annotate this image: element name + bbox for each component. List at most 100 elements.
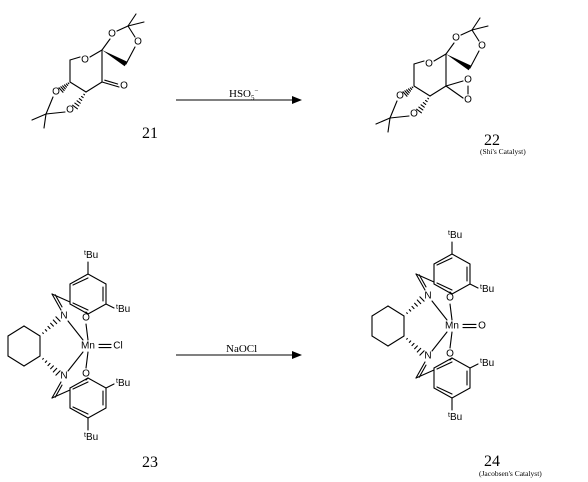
compound-number-21: 21: [142, 125, 158, 142]
bond: [87, 303, 107, 315]
bond: [415, 369, 435, 379]
bond: [469, 283, 479, 289]
hashed-bond: [80, 95, 84, 99]
bond: [54, 384, 63, 398]
bond: [45, 111, 66, 115]
dioxolane-oxygen: O: [108, 29, 116, 40]
hashed-bond: [406, 89, 410, 94]
imine-nitrogen: N: [424, 351, 431, 362]
hashed-bond: [52, 367, 58, 373]
hashed-bond: [422, 102, 427, 105]
bond: [449, 357, 453, 361]
bond: [436, 361, 453, 370]
tbu-label: tBu: [448, 412, 462, 423]
tbu-label: tBu: [480, 358, 494, 369]
bond: [85, 323, 89, 341]
bond: [415, 273, 435, 283]
dioxolane-oxygen: O: [478, 41, 486, 52]
bond: [85, 311, 89, 315]
compound-number-24: 24: [484, 453, 500, 470]
hashed-bond: [407, 88, 412, 92]
bond: [449, 331, 453, 349]
compound-caption-22: (Shi's Catalyst): [480, 147, 526, 156]
bond: [31, 113, 47, 121]
manganese: Mn: [445, 321, 459, 332]
hashed-bond: [44, 329, 48, 332]
bond: [23, 355, 41, 367]
bond: [445, 42, 455, 55]
hashed-bond: [67, 82, 70, 85]
hashed-bond: [55, 316, 61, 322]
bond: [436, 282, 453, 291]
dioxolane-oxygen: O: [410, 109, 418, 120]
bond: [104, 79, 119, 85]
hashed-bond: [76, 100, 81, 104]
bond: [116, 25, 129, 32]
hashed-bond: [406, 337, 408, 340]
hashed-bond: [47, 325, 51, 330]
bond: [69, 273, 89, 285]
hashed-bond: [411, 305, 415, 310]
bond: [67, 320, 84, 341]
bond: [433, 387, 453, 399]
bond: [127, 13, 137, 27]
imine-nitrogen: N: [60, 311, 67, 322]
dioxirane-oxygen: O: [464, 75, 472, 86]
hashed-bond: [50, 322, 54, 327]
wedge-bond: [446, 54, 472, 71]
ring-oxygen: O: [81, 55, 89, 66]
bond: [105, 303, 115, 309]
bond: [418, 274, 427, 288]
hashed-bond: [402, 91, 408, 97]
bond: [415, 273, 426, 291]
reagent-1-label: HSO5−: [229, 87, 259, 102]
compound-number-23: 23: [142, 454, 158, 471]
bond: [431, 300, 448, 321]
dioxolane-oxygen: O: [134, 37, 142, 48]
bond: [87, 407, 107, 419]
bond: [45, 96, 54, 115]
hashed-bond: [58, 87, 64, 93]
reaction-arrow-1: HSO5−: [176, 87, 302, 104]
tbu-label: tBu: [116, 304, 130, 315]
bond: [7, 325, 25, 337]
dioxolane-oxygen: O: [66, 105, 74, 116]
bond: [23, 325, 41, 337]
phenoxide-oxygen: O: [446, 349, 454, 360]
bond: [460, 29, 473, 36]
bond: [125, 46, 136, 65]
hashed-bond: [63, 84, 68, 88]
bond: [72, 302, 89, 311]
bond: [375, 117, 391, 125]
bond: [387, 117, 391, 133]
hashed-bond: [60, 86, 65, 92]
hashed-bond: [74, 102, 80, 107]
bond: [429, 85, 447, 97]
metal-ligand: O: [478, 321, 486, 332]
bond: [69, 81, 87, 93]
bond: [72, 381, 89, 390]
bond: [387, 305, 405, 317]
reaction-arrow-2: NaOCl: [176, 343, 302, 359]
bond: [105, 383, 115, 389]
tbu-label: tBu: [84, 432, 98, 443]
hashed-bond: [65, 83, 69, 86]
bond: [389, 100, 398, 119]
bond: [413, 85, 431, 97]
hashed-bond: [44, 360, 48, 363]
bond: [127, 21, 145, 27]
bond: [371, 305, 389, 317]
hashed-bond: [419, 296, 425, 302]
tbu-label: tBu: [448, 230, 462, 241]
hashed-bond: [424, 99, 428, 103]
bond: [433, 357, 453, 369]
hashed-bond: [72, 104, 78, 110]
bond: [413, 60, 425, 65]
hashed-bond: [83, 93, 86, 96]
bond: [89, 49, 103, 58]
hashed-bond: [411, 342, 415, 347]
